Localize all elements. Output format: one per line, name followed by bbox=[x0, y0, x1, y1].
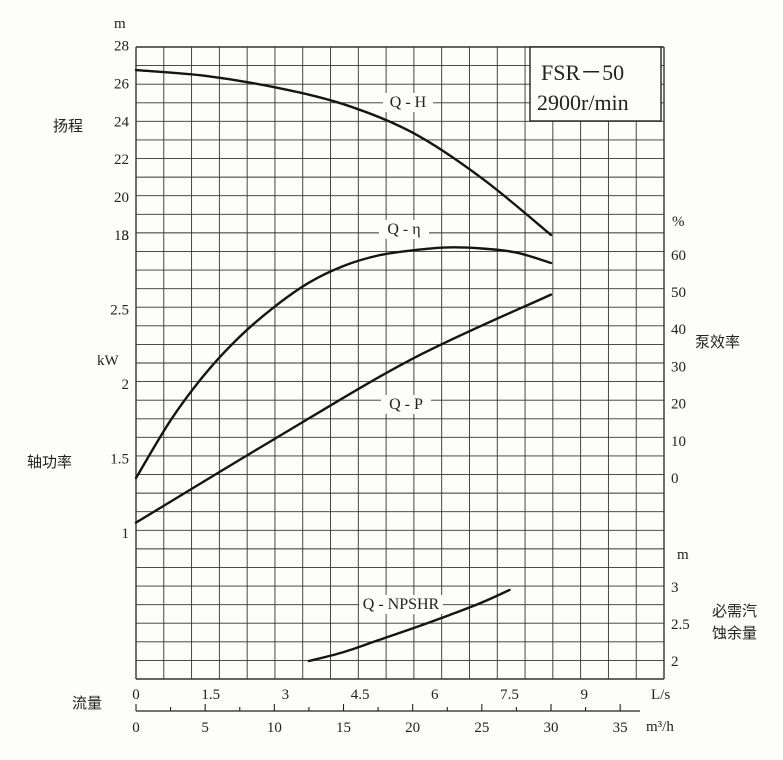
efficiency-axis-tick-label: 40 bbox=[671, 322, 686, 338]
efficiency-axis-tick-label: 60 bbox=[671, 248, 686, 264]
flow-ls-tick-label: 6 bbox=[431, 687, 439, 703]
power-axis-tick-label: 2.5 bbox=[110, 303, 129, 319]
flow-ls-tick-label: 1.5 bbox=[201, 687, 220, 703]
chart-axes: 扬程 m kW 轴功率 % 泵效率 m 必需汽 蚀余量 流量 L/s m³/h … bbox=[27, 16, 757, 736]
chart-title-model: FSR－50 bbox=[541, 60, 624, 85]
flow-ls-tick-label: 7.5 bbox=[500, 687, 519, 703]
flow-m3h-tick-label: 15 bbox=[336, 720, 351, 736]
head-axis-tick-label: 22 bbox=[114, 152, 129, 168]
power-axis-tick-label: 3 bbox=[122, 228, 130, 244]
npshr-axis-tick-label: 3 bbox=[671, 580, 679, 596]
head-axis-tick-label: 26 bbox=[114, 76, 130, 92]
curve-label: Q - η bbox=[387, 221, 420, 238]
flow-ls-tick-label: 9 bbox=[580, 687, 588, 703]
q-h-curve bbox=[134, 68, 553, 237]
chart-title-speed: 2900r/min bbox=[537, 90, 629, 115]
curve-label-background bbox=[359, 595, 443, 614]
npshr-axis-tick-label: 2.5 bbox=[671, 617, 690, 633]
efficiency-axis-tick-label: 10 bbox=[671, 434, 686, 450]
flow-m3h-tick-label: 20 bbox=[405, 720, 420, 736]
flow-m3h-tick-label: 25 bbox=[474, 720, 489, 736]
flow-axis-title: 流量 bbox=[72, 694, 102, 712]
chart-grid bbox=[135, 46, 665, 680]
flow-m3h-tick-label: 10 bbox=[267, 720, 282, 736]
flow-m3h-tick-label: 0 bbox=[132, 720, 140, 736]
npshr-axis-title-line2: 蚀余量 bbox=[712, 624, 757, 642]
curve-label-background bbox=[383, 93, 433, 112]
efficiency-axis-tick-label: 30 bbox=[671, 359, 686, 375]
curve-label: Q - P bbox=[389, 396, 423, 413]
power-axis-tick-label: 1 bbox=[122, 526, 130, 542]
head-axis-tick-label: 28 bbox=[114, 39, 129, 55]
flow-ls-tick-label: 0 bbox=[132, 687, 140, 703]
head-axis-tick-label: 20 bbox=[114, 190, 129, 206]
head-axis-tick-label: 24 bbox=[114, 114, 130, 130]
flow-ls-tick-label: 4.5 bbox=[351, 687, 370, 703]
curve-label-background bbox=[381, 395, 431, 414]
flow-ls-unit: L/s bbox=[651, 687, 670, 703]
npshr-axis-title-line1: 必需汽 bbox=[712, 602, 757, 620]
flow-m3h-unit: m³/h bbox=[646, 719, 674, 735]
flow-m3h-tick-label: 5 bbox=[201, 720, 209, 736]
q-p-curve bbox=[134, 293, 553, 524]
efficiency-axis-tick-label: 20 bbox=[671, 397, 686, 413]
curve-label: Q - H bbox=[390, 94, 427, 111]
q-eta-curve bbox=[134, 246, 553, 480]
curve-label: Q - NPSHR bbox=[363, 596, 440, 613]
efficiency-axis-tick-label: 0 bbox=[671, 471, 679, 487]
head-axis-tick-label: 18 bbox=[114, 228, 129, 244]
chart-curves: Q - H Q - η Q - P Q - NPSHR bbox=[134, 68, 553, 663]
curve-label-background bbox=[379, 220, 429, 239]
head-axis-title: 扬程 bbox=[53, 117, 83, 135]
efficiency-axis-unit: % bbox=[672, 214, 685, 230]
npshr-axis-tick-label: 2 bbox=[671, 654, 679, 670]
flow-m3h-tick-label: 35 bbox=[613, 720, 628, 736]
power-axis-tick-label: 1.5 bbox=[110, 452, 129, 468]
efficiency-axis-title: 泵效率 bbox=[695, 333, 740, 351]
head-axis-unit: m bbox=[114, 16, 126, 32]
flow-m3h-tick-label: 30 bbox=[544, 720, 559, 736]
chart-title-box: FSR－50 2900r/min bbox=[529, 46, 662, 122]
q-npshr-curve bbox=[307, 588, 511, 663]
power-axis-tick-label: 2 bbox=[122, 377, 130, 393]
power-axis-title: 轴功率 bbox=[27, 453, 72, 471]
title-box-frame bbox=[529, 46, 662, 122]
npshr-axis-unit: m bbox=[677, 547, 689, 563]
efficiency-axis-tick-label: 50 bbox=[671, 285, 686, 301]
power-axis-unit: kW bbox=[97, 353, 120, 369]
flow-ls-tick-label: 3 bbox=[282, 687, 290, 703]
